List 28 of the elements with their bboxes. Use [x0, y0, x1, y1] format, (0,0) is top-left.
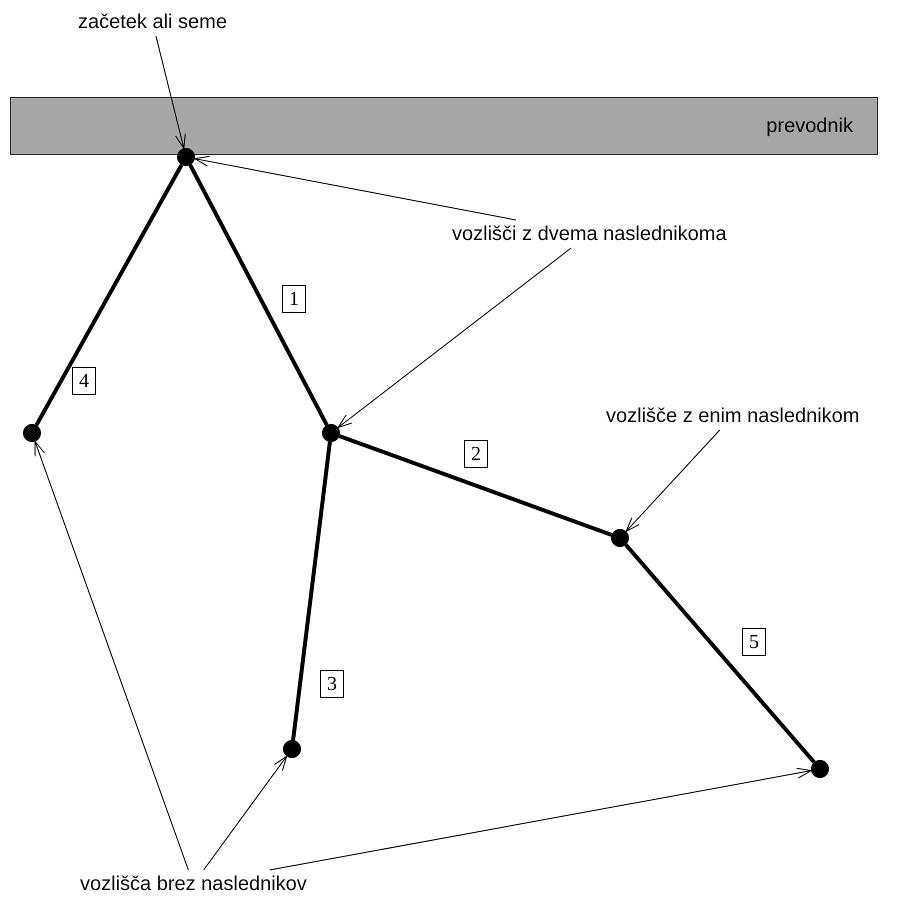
- leader-line: [269, 768, 812, 870]
- leader-line: [338, 248, 572, 428]
- node-dot: [283, 740, 301, 758]
- leader-line: [34, 440, 189, 870]
- node-dot: [811, 760, 829, 778]
- annotation-text: vozlišče z enim naslednikom: [606, 404, 860, 428]
- leader-line: [155, 36, 186, 149]
- annotation-text: vozlišča brez naslednikov: [80, 872, 307, 896]
- leader-line: [626, 430, 720, 532]
- annotation-text: vozlišči z dvema naslednikoma: [452, 222, 727, 246]
- segment-number: 2: [464, 440, 488, 468]
- bar-label: prevodnik: [766, 114, 853, 138]
- node-dot: [611, 529, 629, 547]
- conductor-bar: [10, 97, 878, 155]
- segment-number: 5: [742, 628, 766, 656]
- tree-branch: [291, 442, 332, 740]
- segment-number: 1: [282, 285, 306, 313]
- tree-branch: [188, 164, 329, 426]
- tree-branch: [34, 164, 184, 426]
- tree-branch: [338, 434, 612, 537]
- leader-line: [194, 156, 516, 220]
- node-dot: [23, 424, 41, 442]
- leader-line: [203, 756, 288, 870]
- segment-number: 4: [72, 367, 96, 395]
- node-dot: [322, 424, 340, 442]
- annotation-text: začetek ali seme: [78, 10, 227, 34]
- tree-branch: [624, 544, 816, 764]
- segment-number: 3: [320, 670, 344, 698]
